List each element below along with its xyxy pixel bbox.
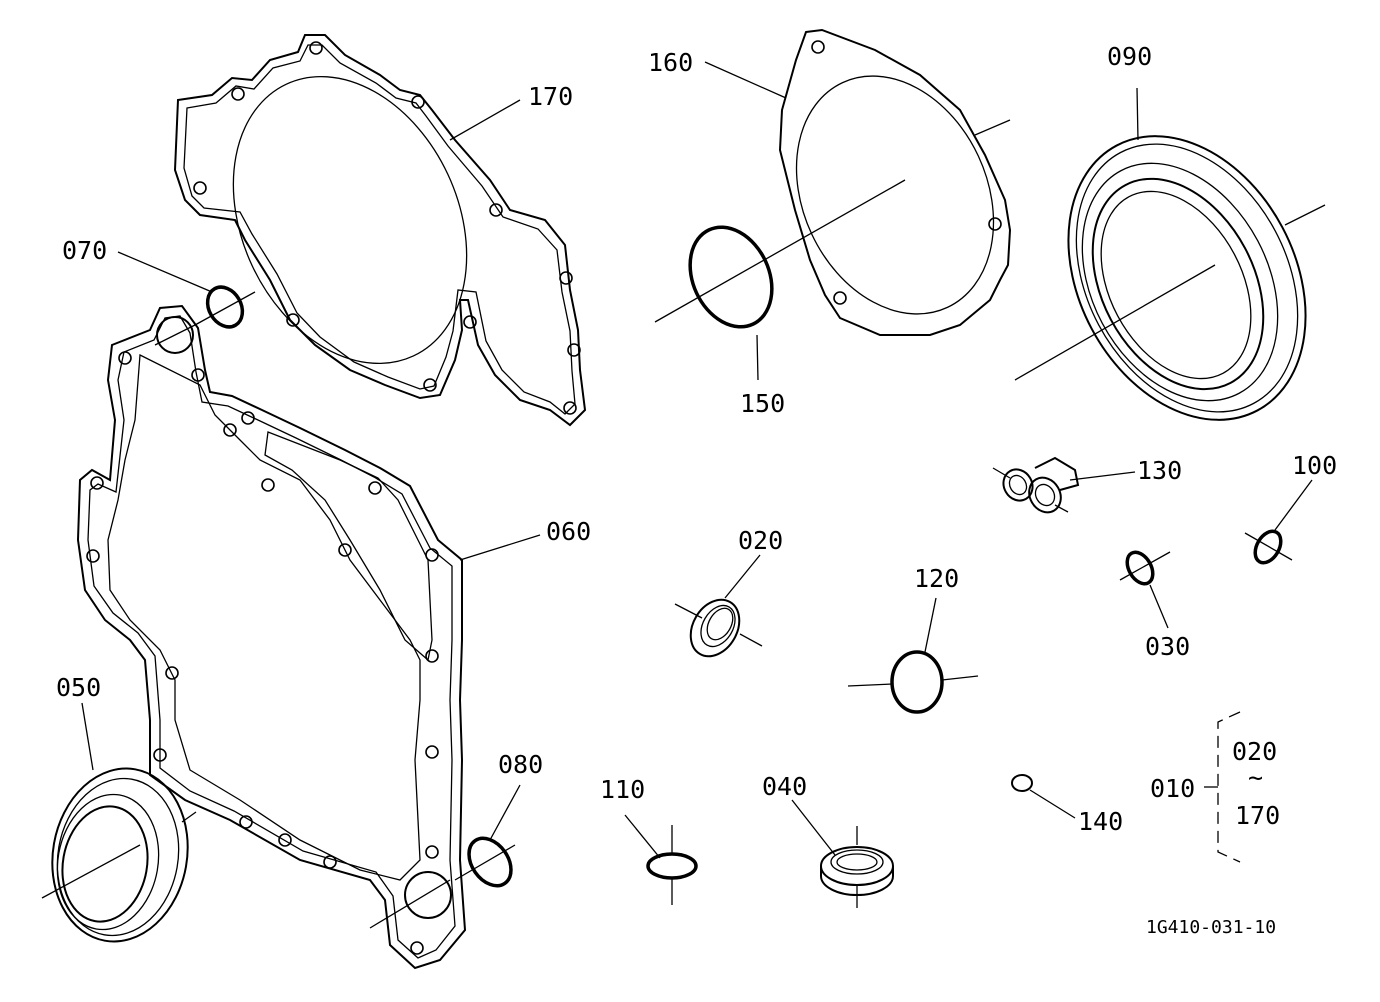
label-080: 080 <box>498 750 543 779</box>
part-140-o-ring <box>1011 774 1076 819</box>
part-110-o-ring <box>624 814 698 905</box>
label-020: 020 <box>738 526 783 555</box>
label-130: 130 <box>1137 456 1182 485</box>
range-to-label: 170 <box>1235 801 1280 830</box>
label-110: 110 <box>600 775 645 804</box>
part-160-gasket <box>654 28 1012 336</box>
part-030-o-ring <box>1119 550 1171 629</box>
label-140: 140 <box>1078 807 1123 836</box>
label-120: 120 <box>914 564 959 593</box>
label-050: 050 <box>56 673 101 702</box>
part-050-oil-seal <box>41 702 197 943</box>
part-040-seal <box>791 799 894 908</box>
part-010-range-bracket <box>1204 711 1241 863</box>
part-060-gasket <box>76 304 541 970</box>
label-090: 090 <box>1107 42 1152 71</box>
label-150: 150 <box>740 389 785 418</box>
label-170: 170 <box>528 82 573 111</box>
part-120-o-ring <box>847 597 979 714</box>
label-160: 160 <box>648 48 693 77</box>
part-090-oil-seal <box>1014 87 1326 421</box>
part-080-o-ring <box>369 784 521 929</box>
part-100-o-ring <box>1244 479 1313 565</box>
part-020-oil-seal <box>674 554 763 658</box>
drawing-code: 1G410-031-10 <box>1146 917 1276 938</box>
label-070: 070 <box>62 236 107 265</box>
label-040: 040 <box>762 772 807 801</box>
part-130-clip <box>992 456 1136 514</box>
label-010: 010 <box>1150 774 1195 803</box>
part-170-gasket <box>173 34 587 427</box>
part-070-o-ring <box>117 251 256 329</box>
part-150-o-ring <box>688 225 774 381</box>
label-060: 060 <box>546 517 591 546</box>
label-030: 030 <box>1145 632 1190 661</box>
range-from-label: 020 <box>1232 737 1277 766</box>
range-tilde: ~ <box>1248 763 1263 792</box>
label-100: 100 <box>1292 451 1337 480</box>
